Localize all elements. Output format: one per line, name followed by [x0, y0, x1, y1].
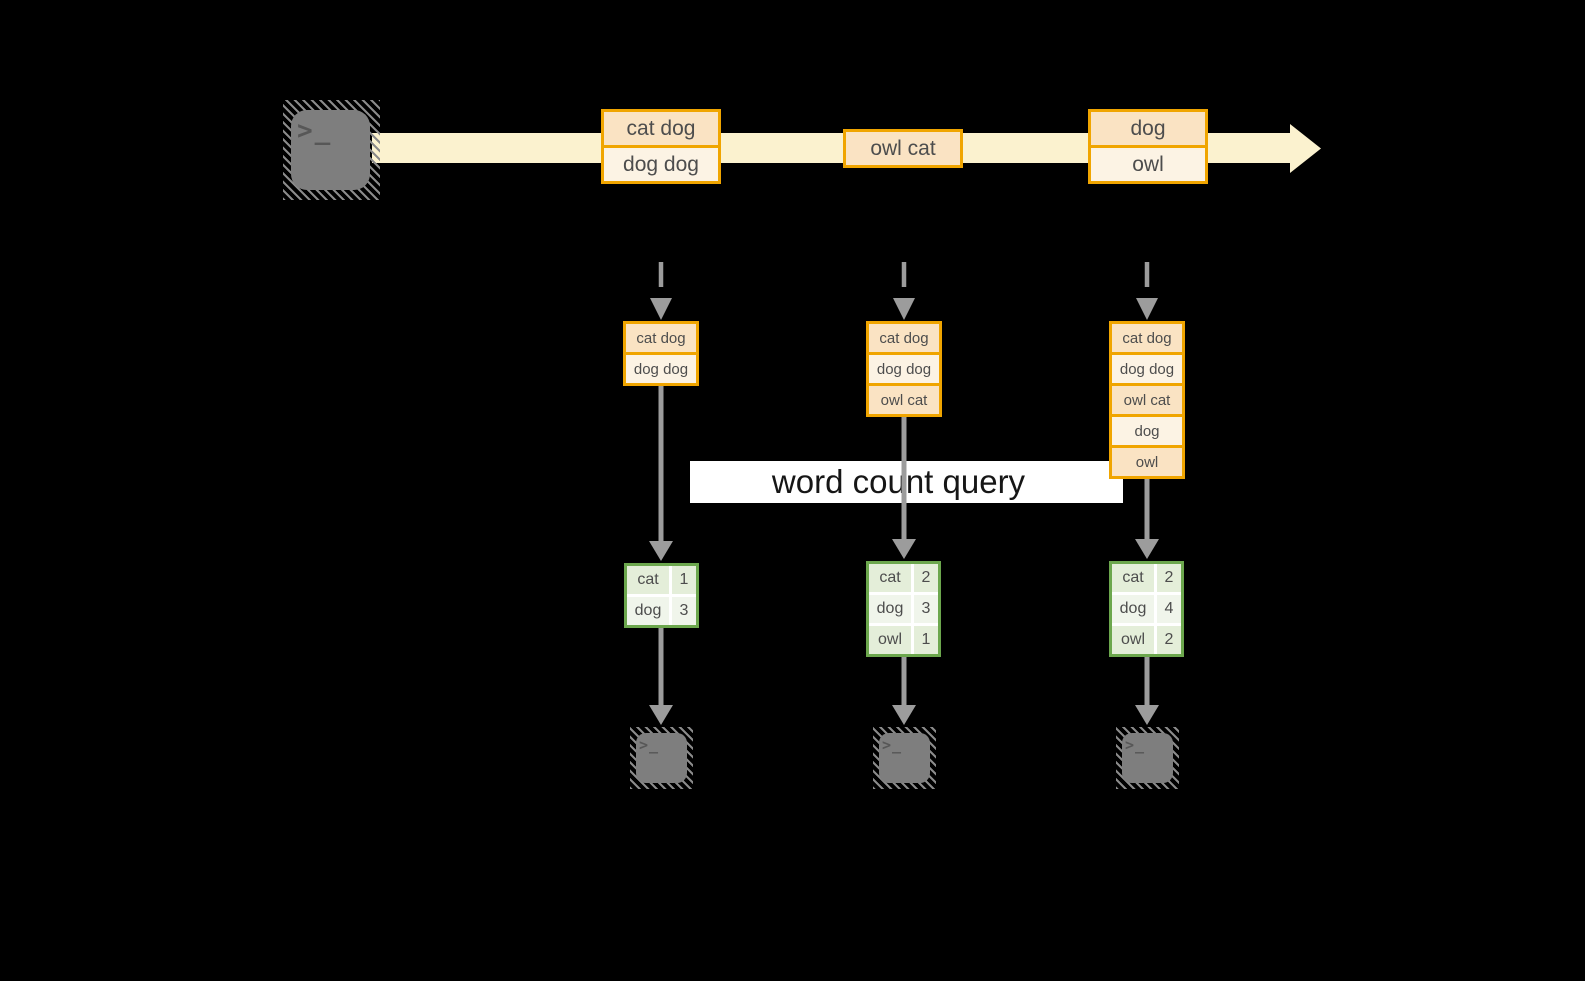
- dashed-arrowhead-col2: [893, 298, 915, 320]
- stream-event-box-3: dog owl: [1088, 109, 1208, 184]
- count-table-3: cat 2 dog 4 owl 2: [1109, 561, 1184, 657]
- stream-event-box-1: cat dog dog dog: [601, 109, 721, 184]
- state-line: owl: [1112, 448, 1182, 476]
- terminal-prompt-icon: >_: [297, 116, 333, 146]
- state-line: cat dog: [1112, 324, 1182, 352]
- state-box-1: cat dog dog dog: [623, 321, 699, 386]
- state-line: dog dog: [869, 355, 939, 383]
- source-terminal-icon: >_: [283, 100, 380, 200]
- arrowhead-state-count-col1: [649, 541, 673, 561]
- count-table-2: cat 2 dog 3 owl 1: [866, 561, 941, 657]
- state-line: dog dog: [1112, 355, 1182, 383]
- state-line: dog dog: [626, 355, 696, 383]
- count-value: 2: [1157, 564, 1181, 592]
- sink-terminal-icon-3: >_: [1116, 727, 1179, 789]
- state-to-count-arrows: [649, 386, 1159, 561]
- dashed-arrowhead-col3: [1136, 298, 1158, 320]
- count-value: 3: [672, 597, 696, 625]
- event-line: owl cat: [846, 132, 960, 165]
- arrowhead-state-count-col3: [1135, 539, 1159, 559]
- sink-terminal-icon-2: >_: [873, 727, 936, 789]
- count-value: 2: [914, 564, 938, 592]
- arrowhead-state-count-col2: [892, 539, 916, 559]
- query-label: word count query: [771, 463, 1026, 500]
- stream-event-box-2: owl cat: [843, 129, 963, 168]
- count-word: cat: [627, 566, 669, 594]
- event-line: dog: [1091, 112, 1205, 145]
- arrowhead-count-sink-col2: [892, 705, 916, 725]
- count-value: 4: [1157, 595, 1181, 623]
- count-word: owl: [1112, 626, 1154, 654]
- dashed-arrows: [650, 262, 1158, 320]
- state-line: dog: [1112, 417, 1182, 445]
- count-word: cat: [1112, 564, 1154, 592]
- terminal-prompt-icon: >_: [882, 736, 903, 754]
- event-line: dog dog: [604, 148, 718, 181]
- count-word: dog: [627, 597, 669, 625]
- arrowhead-count-sink-col1: [649, 705, 673, 725]
- event-line: owl: [1091, 148, 1205, 181]
- count-word: cat: [869, 564, 911, 592]
- count-word: dog: [869, 595, 911, 623]
- terminal-screen: [879, 733, 930, 783]
- count-table-1: cat 1 dog 3: [624, 563, 699, 628]
- terminal-prompt-icon: >_: [639, 736, 660, 754]
- state-box-2: cat dog dog dog owl cat: [866, 321, 942, 417]
- count-value: 1: [914, 626, 938, 654]
- state-line: owl cat: [1112, 386, 1182, 414]
- count-value: 2: [1157, 626, 1181, 654]
- sink-terminal-icon-1: >_: [630, 727, 693, 789]
- arrowhead-count-sink-col3: [1135, 705, 1159, 725]
- terminal-screen: [636, 733, 687, 783]
- terminal-screen: [1122, 733, 1173, 783]
- terminal-screen: [291, 110, 370, 190]
- count-value: 1: [672, 566, 696, 594]
- count-value: 3: [914, 595, 938, 623]
- state-line: cat dog: [626, 324, 696, 352]
- event-line: cat dog: [604, 112, 718, 145]
- count-word: dog: [1112, 595, 1154, 623]
- count-word: owl: [869, 626, 911, 654]
- terminal-prompt-icon: >_: [1125, 736, 1146, 754]
- dashed-arrowhead-col1: [650, 298, 672, 320]
- state-box-3: cat dog dog dog owl cat dog owl: [1109, 321, 1185, 479]
- state-line: owl cat: [869, 386, 939, 414]
- state-line: cat dog: [869, 324, 939, 352]
- count-to-sink-arrows: [649, 628, 1159, 725]
